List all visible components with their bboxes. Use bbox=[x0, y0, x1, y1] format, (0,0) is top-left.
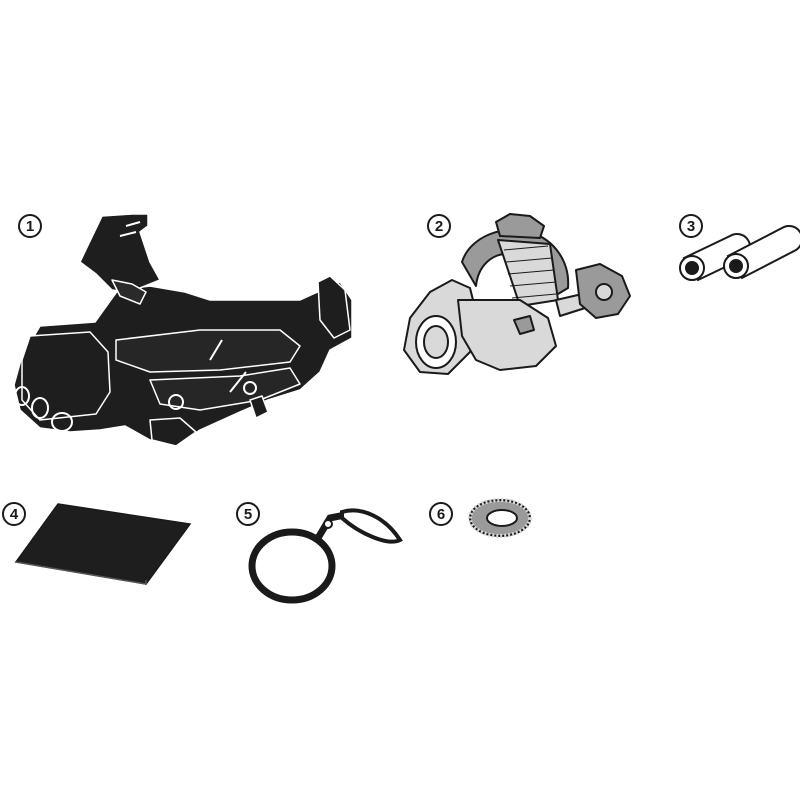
part-2-number: 2 bbox=[427, 214, 451, 238]
part-6-number: 6 bbox=[429, 502, 453, 526]
part-1-number: 1 bbox=[18, 214, 42, 238]
part-4-number: 4 bbox=[2, 502, 26, 526]
part-5-number: 5 bbox=[236, 502, 260, 526]
part-3-number: 3 bbox=[679, 214, 703, 238]
